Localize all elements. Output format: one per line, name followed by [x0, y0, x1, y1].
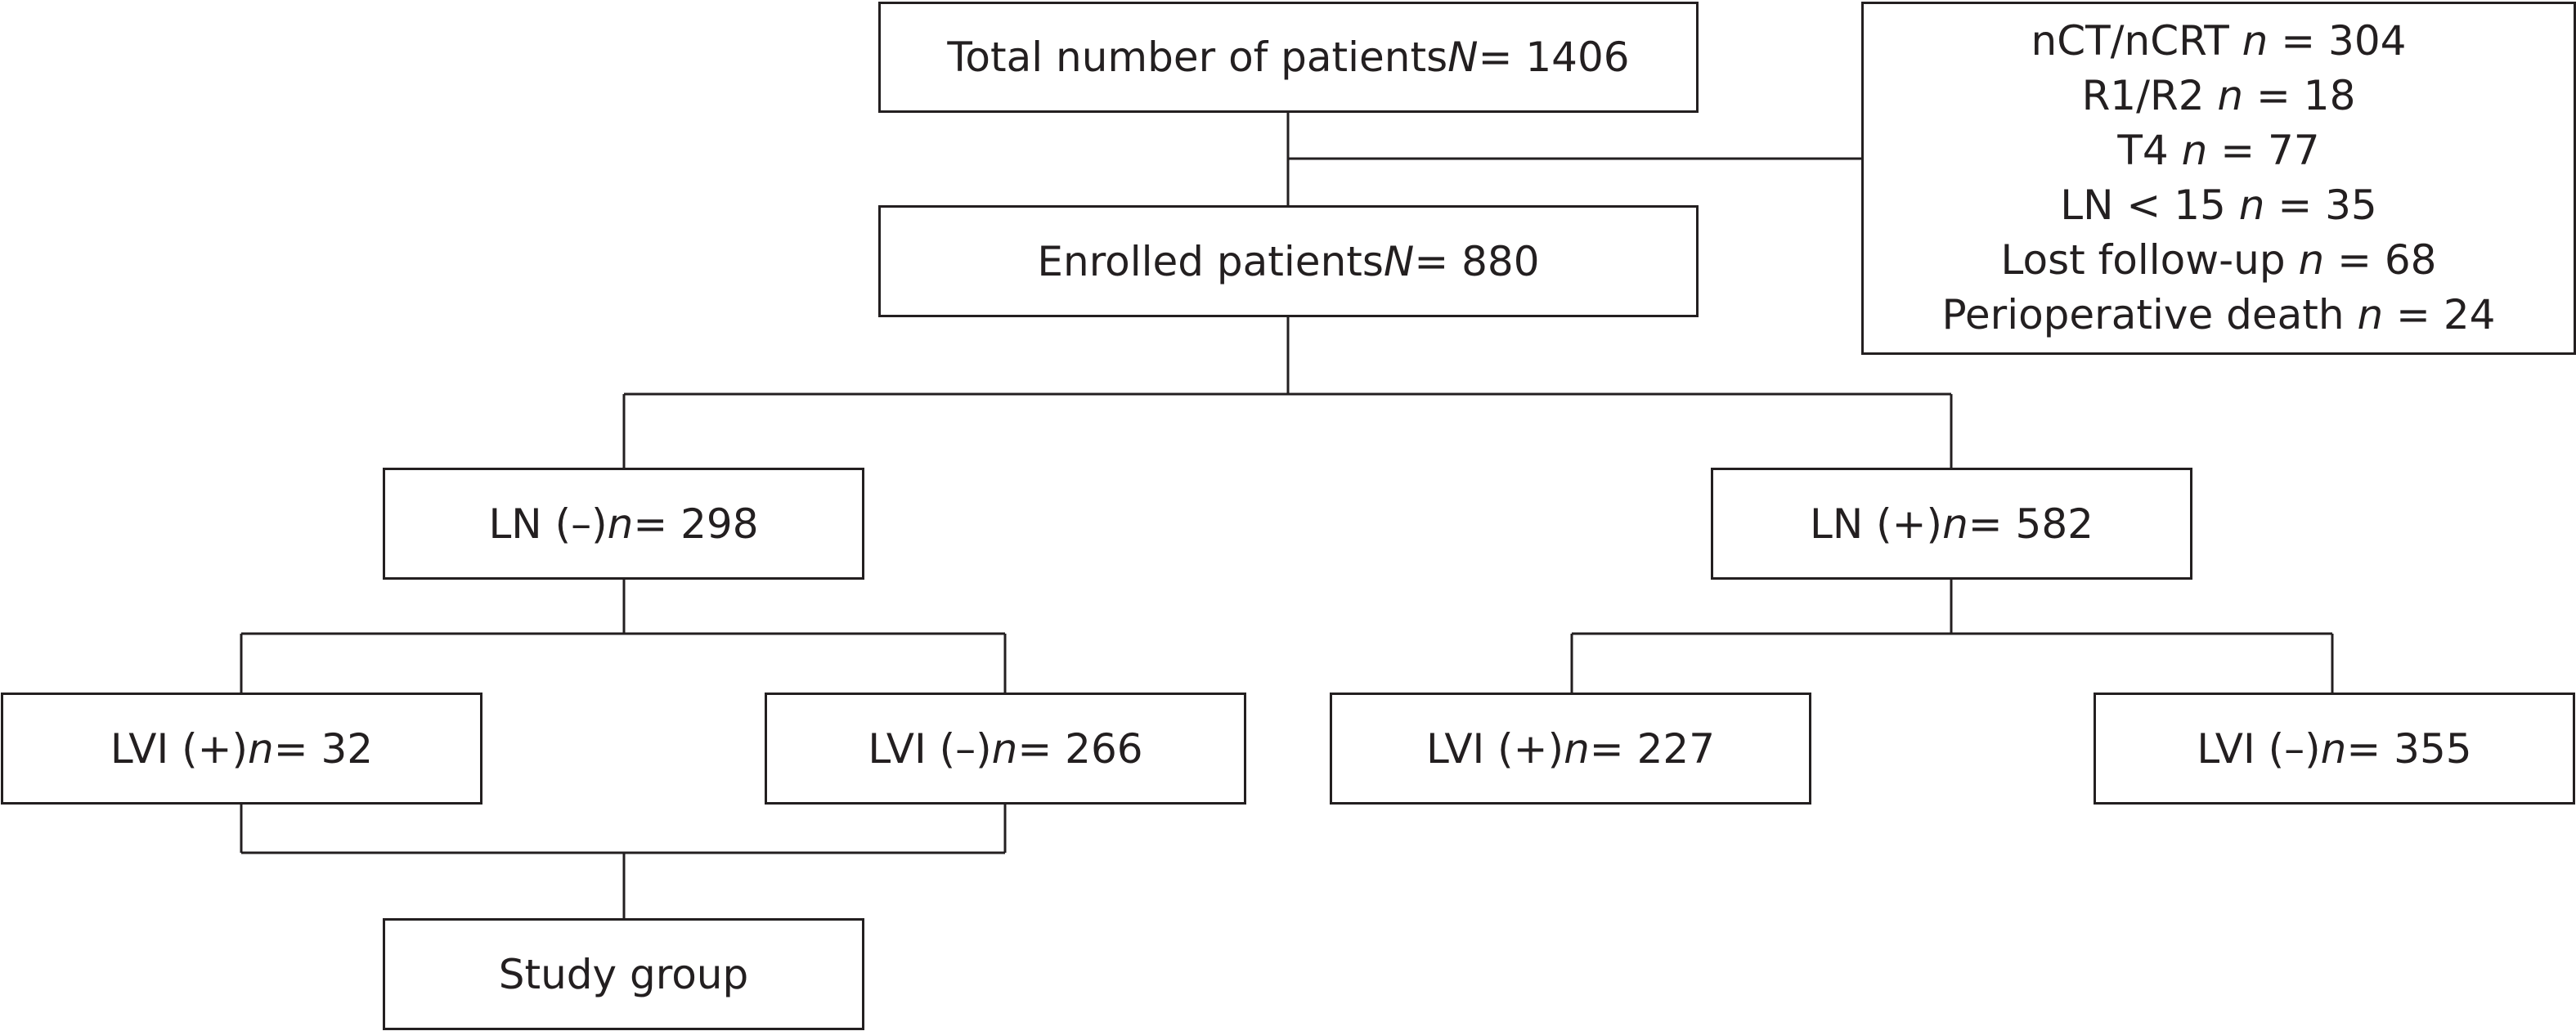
exclusion-box: nCT/nCRT n = 304 R1/R2 n = 18 T4 n = 77 …: [1861, 2, 2576, 355]
lvi-positive-symbol: n: [248, 724, 274, 773]
exclusion-item: nCT/nCRT n = 304: [2031, 17, 2407, 65]
study-group-box: Study group: [383, 918, 864, 1030]
exclusion-item: Lost follow-up n = 68: [2000, 236, 2437, 284]
lvi-negative-symbol: n: [2320, 724, 2347, 773]
exclusion-item: LN < 15 n = 35: [2060, 182, 2377, 229]
lvi-positive-symbol: n: [1564, 724, 1590, 773]
total-patients-symbol: N: [1447, 34, 1479, 81]
exclusion-item: Perioperative death n = 24: [1941, 291, 2496, 338]
lvi-positive-ln-positive-box: LVI (+) n = 227: [1330, 693, 1811, 805]
enrolled-patients-box: Enrolled patients N = 880: [878, 205, 1699, 317]
ln-negative-box: LN (–) n = 298: [383, 468, 864, 580]
ln-positive-count: = 582: [1968, 500, 2094, 548]
lvi-negative-count: = 355: [2346, 724, 2472, 773]
ln-negative-label: LN (–): [488, 500, 608, 548]
total-patients-label: Total number of patients: [947, 34, 1448, 81]
exclusion-item: T4 n = 77: [2117, 127, 2320, 174]
ln-positive-symbol: n: [1942, 500, 1968, 548]
lvi-positive-ln-negative-box: LVI (+) n = 32: [1, 693, 482, 805]
enrolled-symbol: N: [1383, 237, 1415, 285]
lvi-negative-count: = 266: [1017, 724, 1143, 773]
lvi-negative-ln-positive-box: LVI (–) n = 355: [2094, 693, 2575, 805]
ln-negative-symbol: n: [607, 500, 634, 548]
lvi-negative-label: LVI (–): [868, 724, 992, 773]
lvi-negative-label: LVI (–): [2197, 724, 2321, 773]
total-patients-box: Total number of patients N = 1406: [878, 2, 1699, 113]
lvi-positive-count: = 227: [1589, 724, 1716, 773]
enrolled-label: Enrolled patients: [1037, 237, 1384, 285]
exclusion-item: R1/R2 n = 18: [2081, 72, 2356, 119]
lvi-positive-label: LVI (+): [110, 724, 248, 773]
study-group-label: Study group: [498, 950, 749, 998]
lvi-positive-label: LVI (+): [1425, 724, 1564, 773]
lvi-negative-ln-negative-box: LVI (–) n = 266: [765, 693, 1246, 805]
ln-negative-count: = 298: [633, 500, 759, 548]
lvi-negative-symbol: n: [991, 724, 1018, 773]
ln-positive-box: LN (+) n = 582: [1711, 468, 2192, 580]
lvi-positive-count: = 32: [273, 724, 374, 773]
ln-positive-label: LN (+): [1810, 500, 1943, 548]
total-patients-count: = 1406: [1478, 34, 1630, 81]
enrolled-count: = 880: [1414, 237, 1540, 285]
